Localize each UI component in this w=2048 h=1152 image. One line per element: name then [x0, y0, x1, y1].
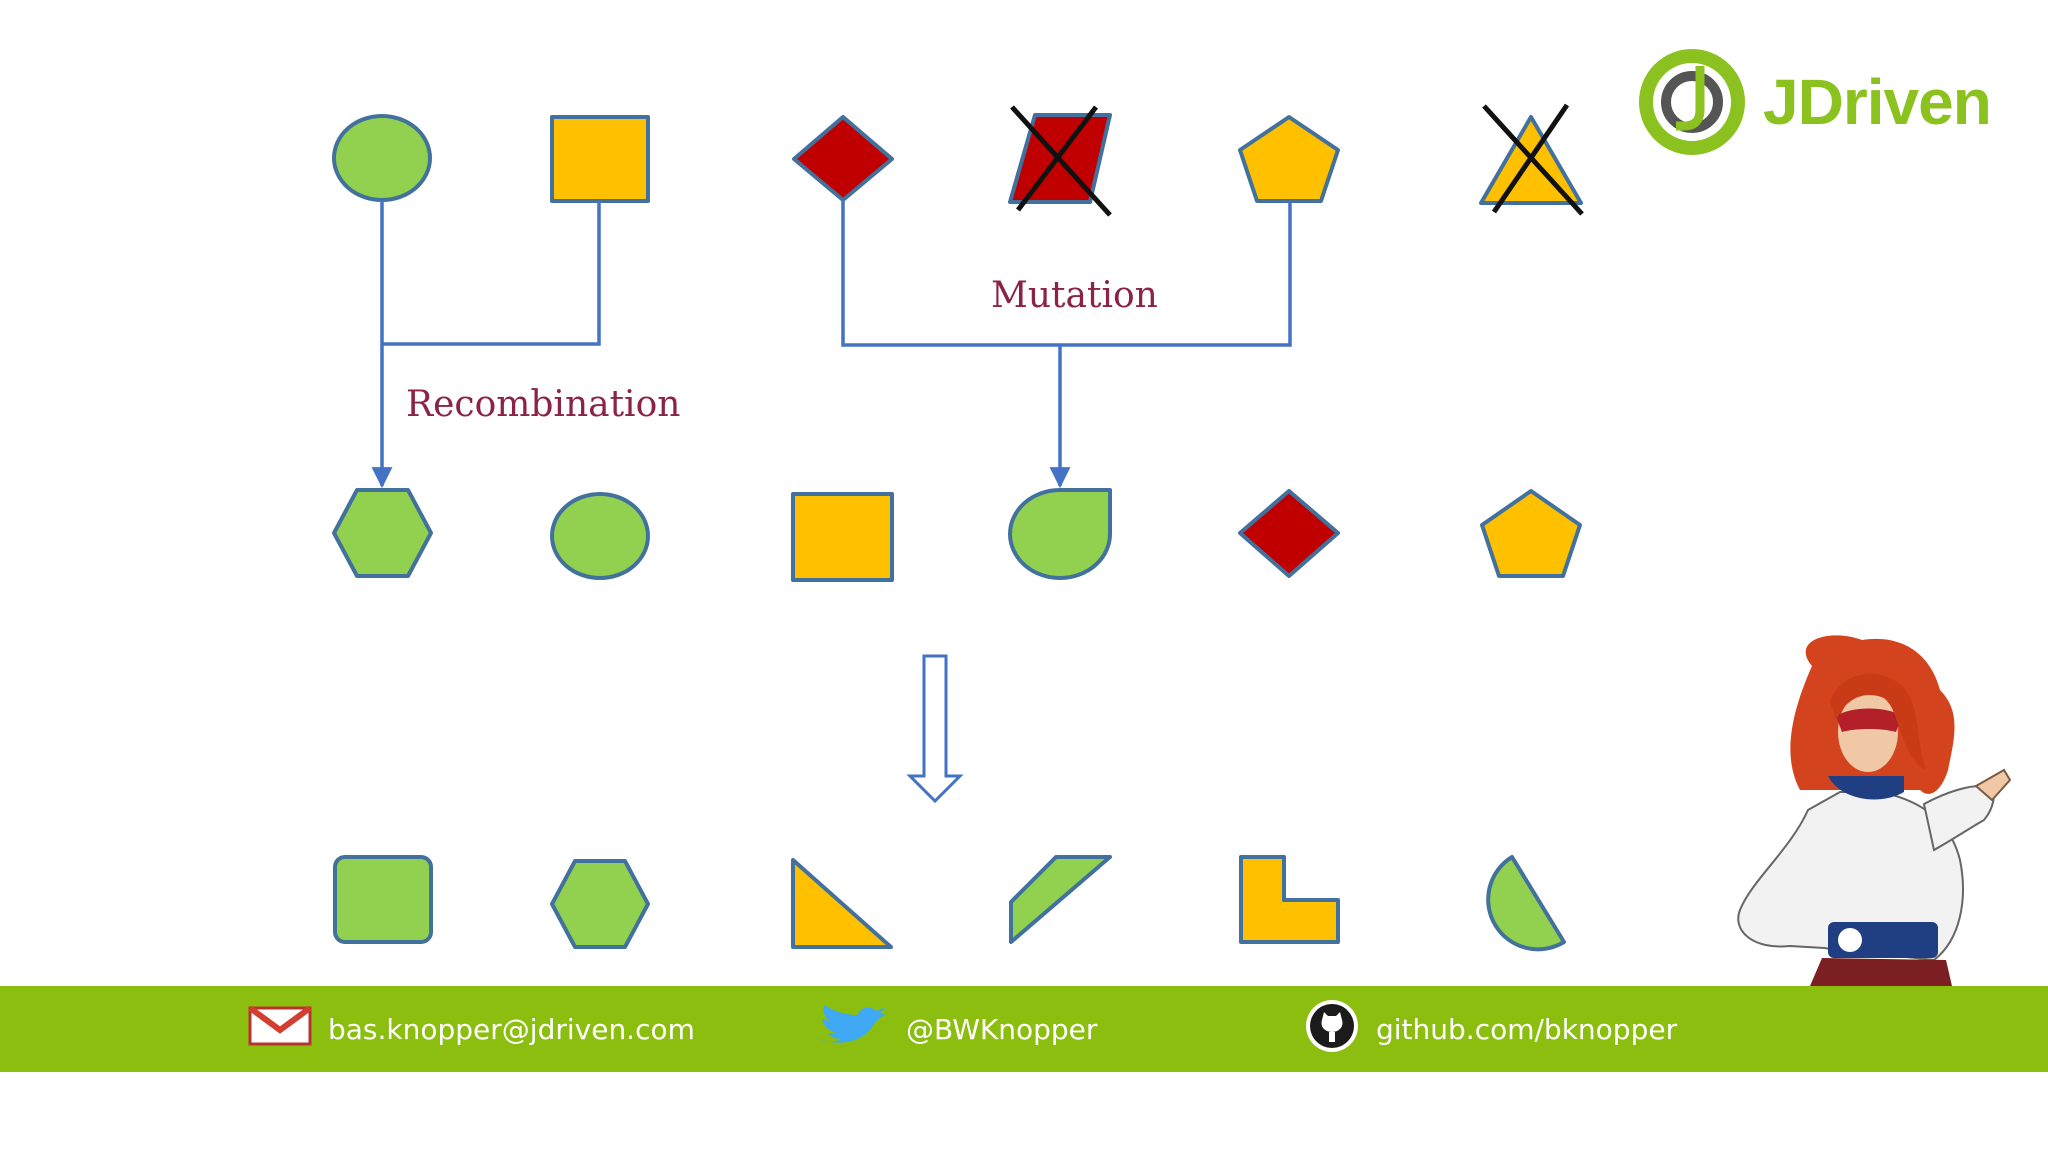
email-text[interactable]: bas.knopper@jdriven.com: [328, 1012, 695, 1046]
github-icon: [1304, 998, 1360, 1061]
next-green-parallelogram: [1009, 855, 1112, 944]
offspring-green-ellipse: [550, 492, 650, 580]
superhero-mascot-icon: [1737, 635, 2012, 986]
next-yellow-l-shape: [1239, 855, 1340, 944]
parent-yellow-square: [550, 115, 650, 203]
next-green-hexagon: [550, 859, 650, 949]
twitter-contact[interactable]: @BWKnopper: [810, 986, 1097, 1072]
eliminated-cross-mark: [1010, 105, 1112, 217]
footer-bar: bas.knopper@jdriven.com @BWKnopper githu…: [0, 986, 2048, 1072]
offspring-green-teardrop: [1008, 488, 1113, 580]
next-yellow-right-triangle: [791, 858, 893, 949]
next-green-rounded-square: [333, 855, 433, 944]
parent-green-ellipse: [332, 114, 432, 202]
offspring-yellow-pentagon: [1480, 489, 1582, 578]
twitter-icon: [810, 1003, 890, 1056]
offspring-yellow-square: [791, 492, 894, 582]
offspring-green-hexagon: [332, 488, 433, 578]
mutation-connector: [841, 200, 1292, 347]
email-contact[interactable]: bas.knopper@jdriven.com: [248, 986, 695, 1072]
parent-yellow-pentagon: [1238, 115, 1340, 203]
brand-name: JDriven: [1763, 66, 1991, 138]
jdriven-logo: JDriven: [1639, 49, 1992, 155]
github-contact[interactable]: github.com/bknopper: [1304, 986, 1677, 1072]
gmail-icon: [248, 1005, 312, 1053]
mutation-label: Mutation: [991, 275, 1158, 316]
recombination-label: Recombination: [406, 384, 680, 425]
github-url[interactable]: github.com/bknopper: [1376, 1012, 1678, 1046]
twitter-handle[interactable]: @BWKnopper: [906, 1012, 1098, 1046]
recombination-connector: [380, 200, 601, 346]
eliminated-cross-mark: [1482, 103, 1584, 216]
offspring-red-diamond: [1238, 489, 1340, 578]
parent-red-diamond: [792, 115, 894, 202]
next-generation-arrow: [906, 654, 964, 804]
next-green-chord-shape: [1486, 855, 1566, 952]
